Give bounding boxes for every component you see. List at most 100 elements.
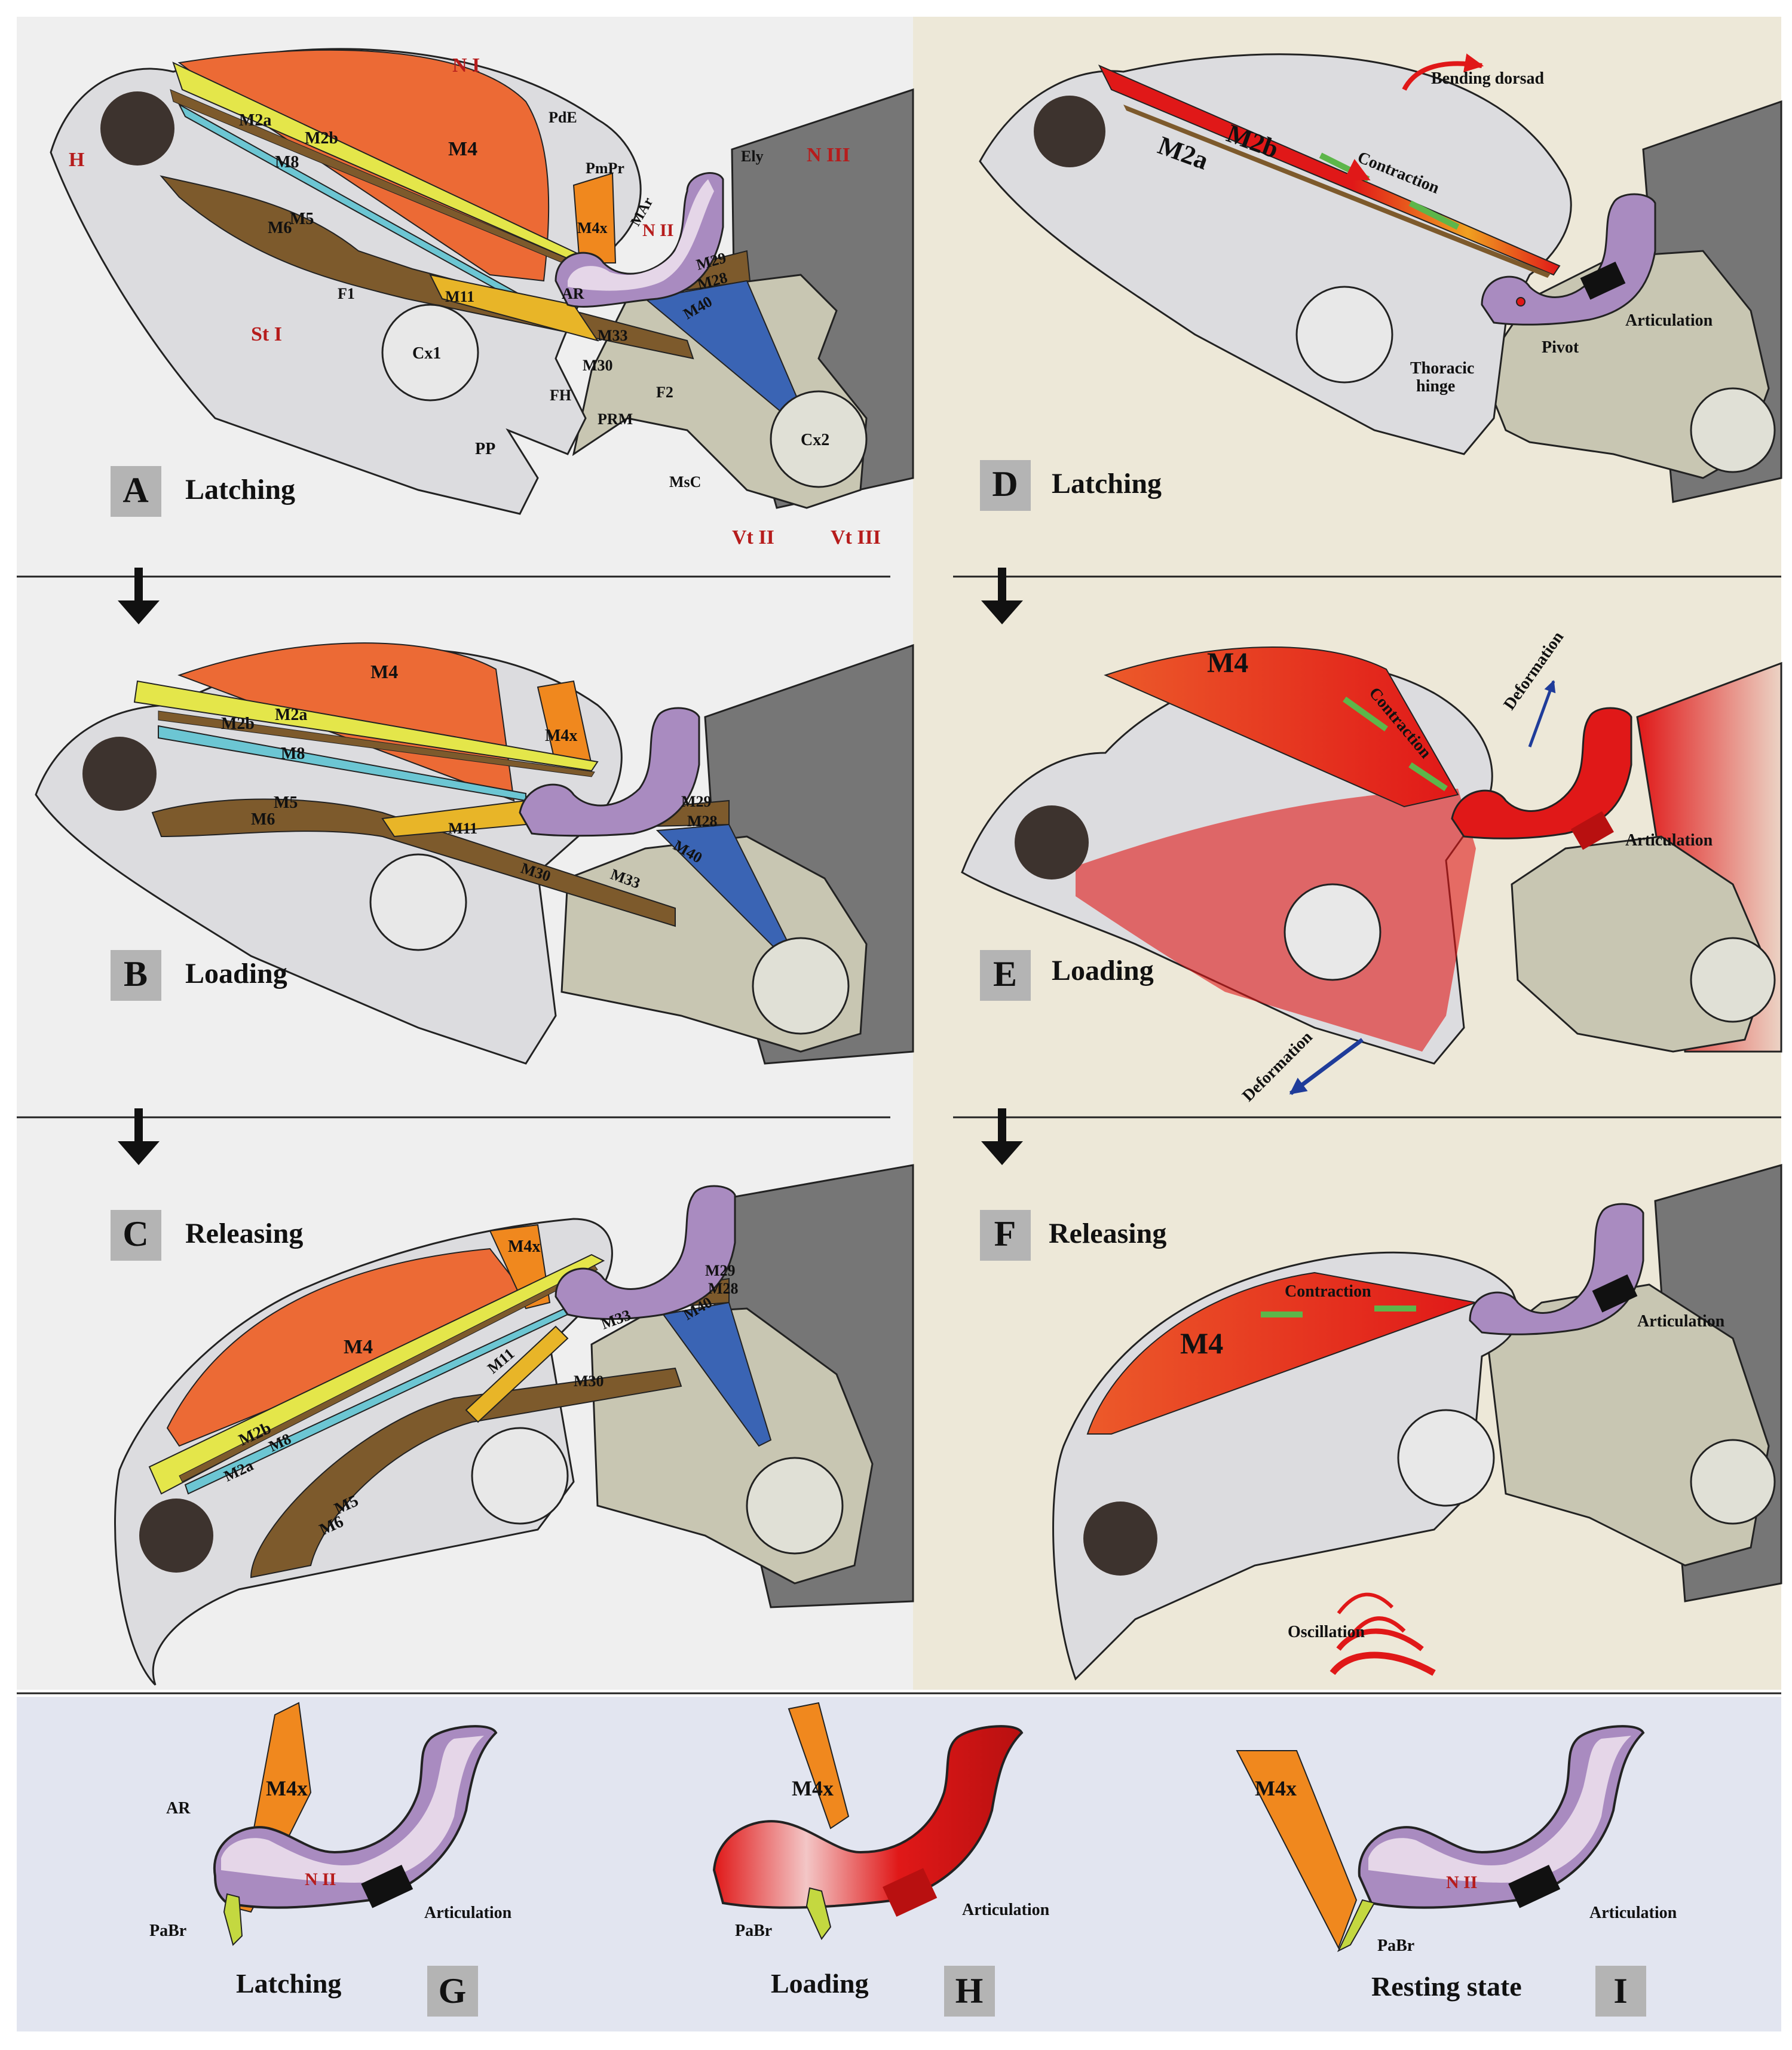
m4-contracting: [1086, 1271, 1478, 1435]
oscillation-arc-3: [1336, 1628, 1424, 1651]
eye: [100, 91, 174, 166]
panel-i: I Resting state M4x N II Articulation Pa…: [1236, 1725, 1677, 2017]
coxa-2: [1690, 937, 1776, 1023]
panel-f: F Releasing M4 Contraction Articulation …: [980, 1164, 1782, 1681]
panel-g-letter: G: [439, 1971, 467, 2011]
articulation-block: [1508, 1865, 1561, 1908]
panel-i-caption: Resting state: [1371, 1971, 1522, 2002]
label-m2a: M2a: [275, 706, 307, 724]
contraction-arrow-1: [1343, 696, 1388, 732]
m2a-muscle: [133, 680, 599, 772]
pabr: [223, 1893, 243, 1946]
nii-sclerite-inner: [1368, 1736, 1631, 1883]
label-articulation: Articulation: [1625, 831, 1713, 850]
label-m8: M8: [281, 744, 305, 763]
coxa-2: [752, 937, 850, 1035]
label-f2: F2: [656, 384, 673, 401]
articulation-block-loaded: [1571, 811, 1614, 850]
flow-arrow-b-c: [118, 1108, 160, 1165]
label-oscillation: Oscillation: [1288, 1623, 1365, 1641]
label-pivot: Pivot: [1542, 338, 1579, 357]
flow-arrow-e-f: [981, 1108, 1023, 1165]
pabr: [805, 1887, 832, 1940]
m2b-muscle: [158, 710, 595, 777]
nii-sclerite-loaded: [1451, 707, 1632, 839]
m4-muscle: [166, 1248, 533, 1447]
label-articulation: Articulation: [1625, 311, 1713, 330]
label-m4x: M4x: [577, 219, 608, 237]
label-ely: Ely: [741, 148, 764, 165]
bending-arrow: [1402, 53, 1484, 91]
label-m6: M6: [268, 219, 292, 237]
label-bending: Bending dorsad: [1431, 69, 1544, 88]
m4x-muscle: [572, 172, 617, 263]
panel-a-caption: Latching: [185, 474, 295, 505]
pabr: [1337, 1899, 1376, 1953]
label-nii: N II: [305, 1870, 336, 1889]
deformation-arrow-bottom: [1289, 1038, 1364, 1095]
label-nii: N II: [642, 220, 674, 240]
panel-e-caption: Loading: [1052, 955, 1154, 986]
label-pmpr: PmPr: [586, 160, 624, 177]
panel-e: E Loading M4 Contraction Deformation Art…: [961, 628, 1782, 1105]
panel-g-caption: Latching: [236, 1968, 341, 1999]
label-ar: AR: [562, 285, 584, 302]
nii-sclerite: [555, 1185, 736, 1320]
panel-b: B Loading M4 M2a M2b M8 M4x M5 M6 M11 M2…: [35, 642, 914, 1065]
contraction-arrow-2: [1408, 762, 1448, 792]
label-pabr: PaBr: [149, 1922, 186, 1940]
label-articulation: Articulation: [424, 1904, 512, 1922]
label-m11: M11: [448, 820, 477, 837]
label-h: H: [69, 149, 84, 171]
coxa-cx2: [770, 390, 868, 488]
label-articulation: Articulation: [1637, 1312, 1725, 1331]
panel-d-letter-box: [980, 460, 1031, 511]
head-capsule: [979, 53, 1572, 455]
label-pabr: PaBr: [1377, 1936, 1414, 1955]
coxa-1: [471, 1427, 569, 1525]
nii-sclerite: [1481, 193, 1656, 326]
label-cx2: Cx2: [801, 431, 829, 449]
panel-i-letter: I: [1613, 1971, 1627, 2011]
coxa-2: [1690, 1439, 1776, 1525]
panel-g-letter-box: [427, 1966, 478, 2017]
nii-sclerite: [519, 707, 700, 837]
panel-f-letter: F: [994, 1214, 1016, 1254]
label-m4: M4: [1207, 647, 1248, 679]
label-m30: M30: [583, 357, 613, 374]
panel-d-letter: D: [992, 464, 1018, 504]
label-m4x: M4x: [792, 1776, 834, 1800]
panel-g: G Latching M4x AR N II Articulation PaBr: [149, 1702, 512, 2017]
stress-band: [1076, 789, 1476, 1052]
panel-h-letter: H: [955, 1971, 984, 2011]
label-cx1: Cx1: [412, 344, 441, 363]
panel-h-letter-box: [944, 1966, 995, 2017]
label-vtiii: Vt III: [831, 526, 881, 548]
label-fh: FH: [550, 387, 571, 404]
label-m2b: M2b: [221, 715, 255, 733]
coxa-1: [1397, 1409, 1495, 1507]
label-m33: M33: [598, 327, 628, 344]
panel-a: A Latching N I H St I N II N III Vt II V…: [50, 48, 914, 548]
m11-muscle: [465, 1325, 569, 1423]
panel-c-caption: Releasing: [185, 1218, 303, 1249]
label-articulation: Articulation: [1589, 1904, 1677, 1922]
label-m5: M5: [274, 793, 298, 812]
eye: [139, 1499, 213, 1573]
m2a-muscle: [179, 1265, 598, 1482]
coxa-cx1: [381, 304, 479, 402]
m4-contracting: [1104, 646, 1459, 808]
panel-e-letter: E: [993, 954, 1017, 994]
pivot-point: [1516, 297, 1526, 307]
contraction-arrow-right: [1408, 200, 1460, 230]
panel-f-letter-box: [980, 1210, 1031, 1261]
oscillation-arc-2: [1349, 1616, 1406, 1639]
label-ni: N I: [452, 54, 480, 76]
label-m4x: M4x: [545, 727, 577, 745]
coxa-2: [1690, 387, 1776, 473]
label-vtii: Vt II: [732, 526, 774, 548]
panel-c-letter: C: [122, 1214, 148, 1254]
coxa-1: [369, 853, 467, 951]
label-prm: PRM: [598, 410, 633, 428]
